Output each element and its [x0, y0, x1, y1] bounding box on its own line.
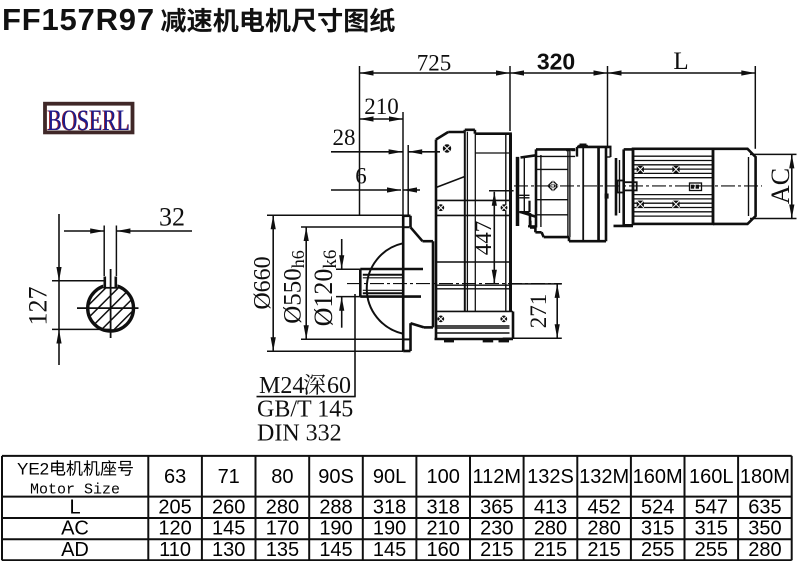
svg-text:160M: 160M: [633, 466, 683, 488]
svg-text:L: L: [673, 48, 688, 75]
svg-text:320: 320: [537, 49, 575, 75]
svg-text:180M: 180M: [740, 466, 790, 488]
svg-text:132M: 132M: [579, 466, 629, 488]
svg-text:280: 280: [748, 539, 781, 561]
svg-text:288: 288: [319, 497, 352, 519]
svg-text:FF157R97: FF157R97: [2, 2, 155, 37]
svg-text:255: 255: [641, 539, 674, 561]
svg-text:205: 205: [158, 497, 191, 519]
svg-text:190: 190: [373, 518, 406, 540]
svg-text:6: 6: [355, 164, 367, 189]
svg-text:365: 365: [480, 497, 513, 519]
svg-text:315: 315: [641, 518, 674, 540]
svg-text:215: 215: [534, 539, 567, 561]
svg-text:Ø660: Ø660: [250, 256, 276, 309]
svg-text:145: 145: [319, 539, 352, 561]
svg-text:230: 230: [480, 518, 513, 540]
svg-text:635: 635: [748, 497, 781, 519]
svg-text:132S: 132S: [527, 466, 574, 488]
svg-text:90L: 90L: [373, 466, 406, 488]
svg-text:63: 63: [164, 466, 186, 488]
svg-text:280: 280: [587, 518, 620, 540]
svg-text:280: 280: [266, 497, 299, 519]
svg-text:260: 260: [212, 497, 245, 519]
svg-text:DIN 332: DIN 332: [257, 421, 342, 447]
svg-text:280: 280: [534, 518, 567, 540]
svg-text:210: 210: [427, 518, 460, 540]
svg-text:210: 210: [364, 94, 399, 119]
svg-text:60: 60: [327, 373, 351, 399]
svg-text:135: 135: [266, 539, 299, 561]
svg-text:318: 318: [373, 497, 406, 519]
svg-text:AC: AC: [766, 168, 795, 204]
svg-text:350: 350: [748, 518, 781, 540]
svg-text:M24: M24: [259, 373, 304, 399]
svg-text:145: 145: [212, 518, 245, 540]
svg-text:112M: 112M: [473, 466, 522, 488]
svg-text:725: 725: [417, 51, 452, 76]
svg-text:413: 413: [534, 497, 567, 519]
svg-text:452: 452: [587, 497, 620, 519]
svg-text:255: 255: [695, 539, 728, 561]
svg-text:524: 524: [641, 497, 674, 519]
svg-text:28: 28: [333, 125, 356, 150]
svg-text:90S: 90S: [318, 466, 354, 488]
svg-text:160L: 160L: [689, 466, 734, 488]
svg-text:160: 160: [427, 539, 460, 561]
svg-text:447: 447: [471, 221, 496, 256]
svg-text:100: 100: [427, 466, 460, 488]
svg-text:Motor Size: Motor Size: [30, 482, 120, 499]
svg-text:271: 271: [526, 294, 551, 329]
svg-text:80: 80: [271, 466, 293, 488]
svg-text:32: 32: [159, 203, 185, 232]
svg-text:145: 145: [373, 539, 406, 561]
svg-text:170: 170: [266, 518, 299, 540]
svg-text:71: 71: [218, 466, 240, 488]
svg-text:BOSERL: BOSERL: [47, 104, 130, 137]
svg-text:190: 190: [319, 518, 352, 540]
svg-text:YE2: YE2: [17, 460, 49, 479]
svg-text:AD: AD: [61, 539, 89, 561]
svg-text:AC: AC: [61, 518, 89, 540]
svg-text:315: 315: [695, 518, 728, 540]
svg-text:BOSERL: BOSERL: [48, 104, 131, 137]
svg-text:GB/T 145: GB/T 145: [257, 397, 353, 423]
svg-text:127: 127: [24, 287, 53, 326]
svg-text:110: 110: [159, 539, 191, 561]
svg-text:120: 120: [158, 518, 191, 540]
svg-text:215: 215: [587, 539, 620, 561]
svg-text:L: L: [69, 497, 80, 519]
svg-text:215: 215: [480, 539, 513, 561]
svg-text:547: 547: [695, 497, 728, 519]
svg-text:318: 318: [427, 497, 460, 519]
svg-text:130: 130: [212, 539, 245, 561]
